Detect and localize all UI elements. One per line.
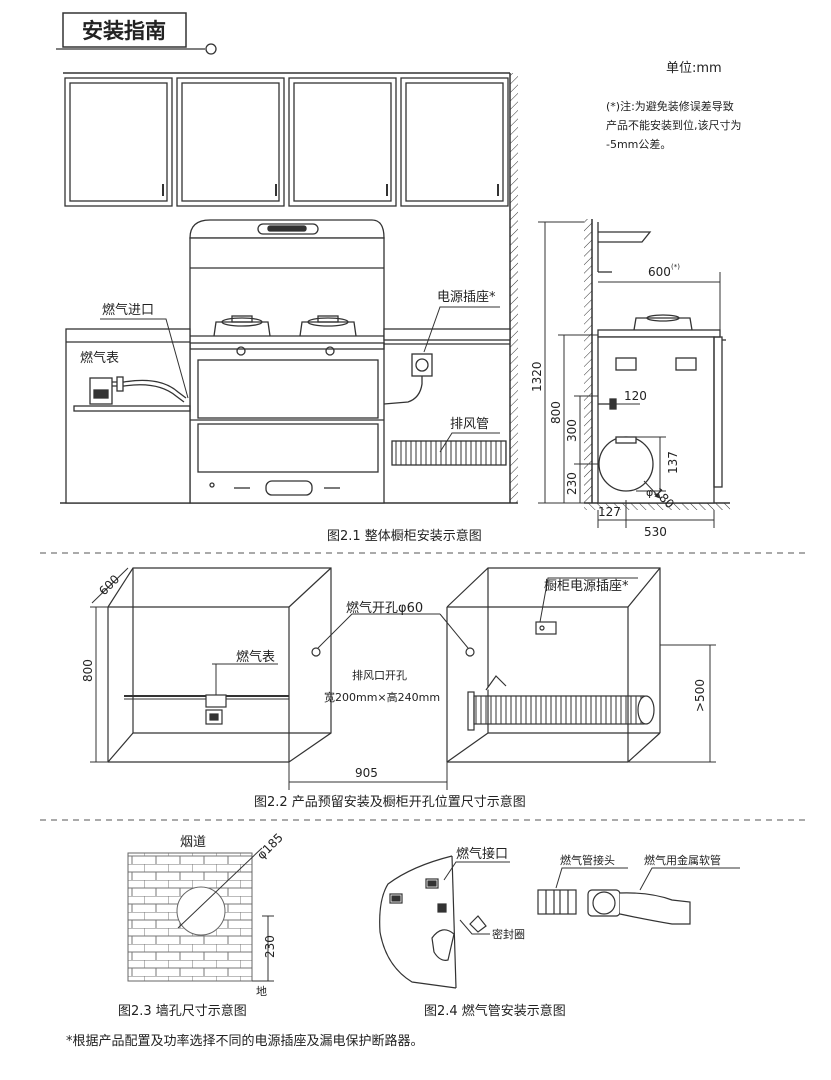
- fig1-front-view: [60, 72, 518, 504]
- dim-127: 127: [598, 505, 621, 519]
- dim-phi-symbol: φ: [646, 486, 653, 499]
- fig1-caption: 图2.1 整体橱柜安装示意图: [327, 528, 482, 544]
- fig1-side-dims: [538, 221, 721, 528]
- dim-230: 230: [565, 472, 579, 495]
- dim-300: 300: [565, 419, 579, 442]
- fig2-dims: [90, 567, 716, 790]
- gas-hole-label: 燃气开孔φ60: [346, 600, 423, 616]
- fig4-gas-pipe: [379, 855, 691, 989]
- fig1-labels: 燃气进口 燃气表 电源插座* 排风管: [80, 290, 500, 453]
- fig3-wall-hole: [127, 847, 274, 982]
- metal-hose-label: 燃气用金属软管: [644, 853, 721, 867]
- fig2-dim-800: 800: [81, 659, 95, 682]
- fig3-dim-230: 230: [263, 935, 277, 958]
- exhaust-size-label: 宽200mm×高240mm: [324, 690, 440, 704]
- fig1-side-view: [584, 219, 730, 510]
- wall-cabinet-2: [176, 77, 285, 207]
- gas-meter-label: 燃气表: [80, 350, 119, 366]
- gas-port-label: 燃气接口: [456, 846, 508, 862]
- fig2-gas-meter-label: 燃气表: [236, 649, 275, 665]
- dim-137: 137: [666, 451, 680, 474]
- fig3-caption: 图2.3 墙孔尺寸示意图: [118, 1003, 247, 1019]
- dim-120: 120: [624, 389, 647, 403]
- fig2-dim-gt500: >500: [693, 679, 707, 712]
- seal-ring-label: 密封圈: [492, 927, 525, 941]
- flue-label: 烟道: [180, 835, 206, 850]
- fig2-caption: 图2.2 产品预留安装及橱柜开孔位置尺寸示意图: [254, 794, 526, 810]
- wall-cabinet-1: [64, 77, 173, 207]
- wall-cabinet-3: [288, 77, 397, 207]
- dim-800: 800: [549, 401, 563, 424]
- unit-label: 单位:mm: [666, 61, 722, 76]
- dim-600-side: 600: [648, 265, 671, 279]
- note-line-2: 产品不能安装到位,该尺寸为: [606, 118, 742, 132]
- ground-label: 地: [256, 985, 267, 998]
- dim-530: 530: [644, 525, 667, 539]
- dim-1320: 1320: [530, 361, 544, 392]
- fig2-labels: 800 600 燃气开孔φ60 燃气表 橱柜电源插座* 排风口开孔 宽200mm…: [81, 572, 707, 780]
- wall-cabinet-4: [400, 77, 509, 207]
- fig2-dim-600: 600: [96, 572, 122, 598]
- note-line-1: (*)注:为避免装修误差导致: [606, 99, 734, 113]
- exhaust-hole-label: 排风口开孔: [352, 668, 407, 682]
- exhaust-pipe-label: 排风管: [450, 417, 489, 432]
- footnote: *根据产品配置及功率选择不同的电源插座及漏电保护断路器。: [66, 1033, 424, 1049]
- note-line-3: -5mm公差。: [606, 137, 671, 151]
- title-dot-icon: [205, 43, 217, 55]
- section-title: 安装指南: [82, 19, 166, 43]
- cabinet-socket-label: 橱柜电源插座*: [544, 579, 629, 594]
- fig4-labels: 燃气接口 密封圈 燃气管接头 燃气用金属软管: [456, 846, 721, 941]
- fig3-dim-185: φ185: [254, 830, 286, 862]
- gas-inlet-label: 燃气进口: [102, 302, 154, 318]
- fig4-caption: 图2.4 燃气管安装示意图: [424, 1003, 566, 1019]
- fig2-dim-905: 905: [355, 766, 378, 780]
- section-title-box: [62, 12, 187, 48]
- dim-600-tolerance-mark: (*): [671, 263, 680, 271]
- section-header: 安装指南: [56, 12, 217, 55]
- fig4-leaders: [443, 861, 740, 935]
- fig2-cabinet-box: [107, 567, 661, 763]
- pipe-joint-label: 燃气管接头: [560, 853, 615, 867]
- power-socket-label: 电源插座*: [437, 290, 496, 305]
